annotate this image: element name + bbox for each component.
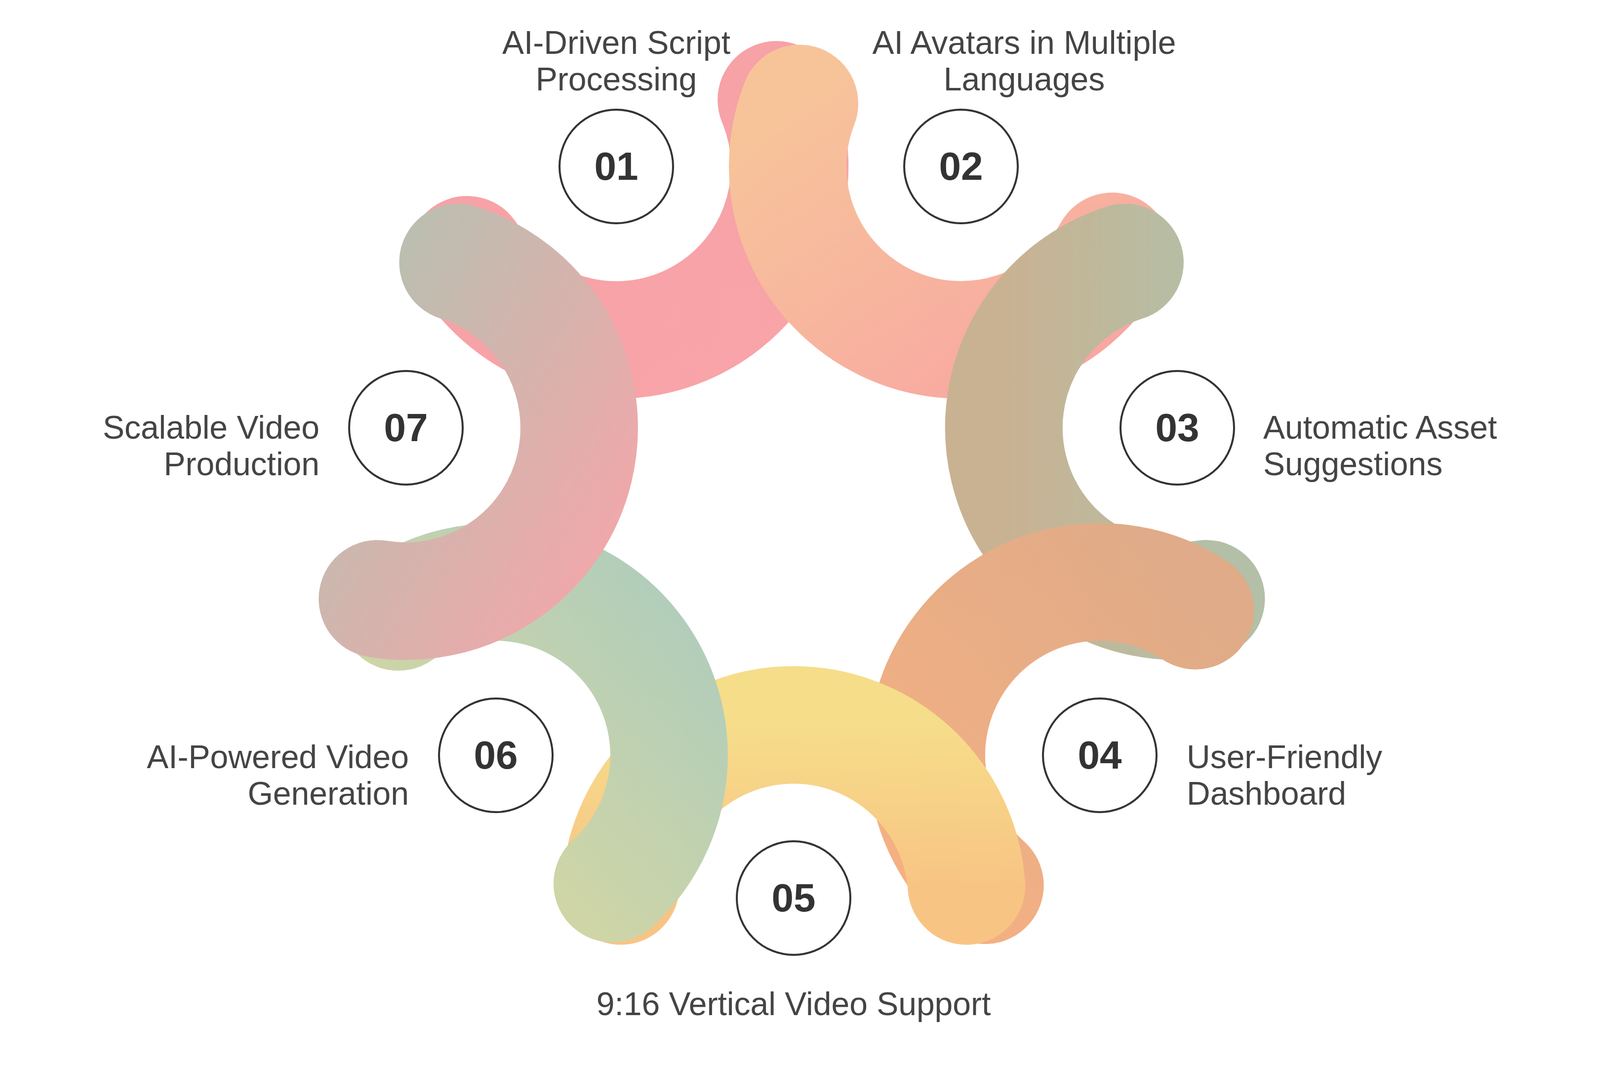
numbered-circle: 07Scalable Video Production <box>347 369 465 486</box>
callout-number: 07 <box>347 369 465 486</box>
callout-number: 03 <box>1119 369 1236 486</box>
feature-label: AI Avatars in Multiple Languages <box>856 24 1193 98</box>
callout-number: 02 <box>902 108 1020 225</box>
feature-label: User-Friendly Dashboard <box>1186 738 1444 812</box>
numbered-circle: 03Automatic Asset Suggestions <box>1119 369 1236 486</box>
numbered-circle: 06AI-Powered Video Generation <box>437 696 555 814</box>
callout-number: 01 <box>558 108 675 225</box>
numbered-circle: 04User-Friendly Dashboard <box>1041 696 1159 814</box>
feature-label: Automatic Asset Suggestions <box>1263 409 1580 483</box>
callout-number: 05 <box>735 839 852 957</box>
numbered-circle: 02AI Avatars in Multiple Languages <box>902 108 1020 225</box>
callout-number: 04 <box>1041 696 1159 814</box>
feature-label: Scalable Video Production <box>62 409 320 483</box>
callout-number: 06 <box>437 696 555 814</box>
numbered-circle: 01AI-Driven Script Processing <box>558 108 675 225</box>
feature-label: 9:16 Vertical Video Support <box>596 985 992 1023</box>
numbered-circle: 059:16 Vertical Video Support <box>735 839 852 957</box>
feature-label: AI-Driven Script Processing <box>458 24 775 98</box>
feature-label: AI-Powered Video Generation <box>122 738 409 812</box>
